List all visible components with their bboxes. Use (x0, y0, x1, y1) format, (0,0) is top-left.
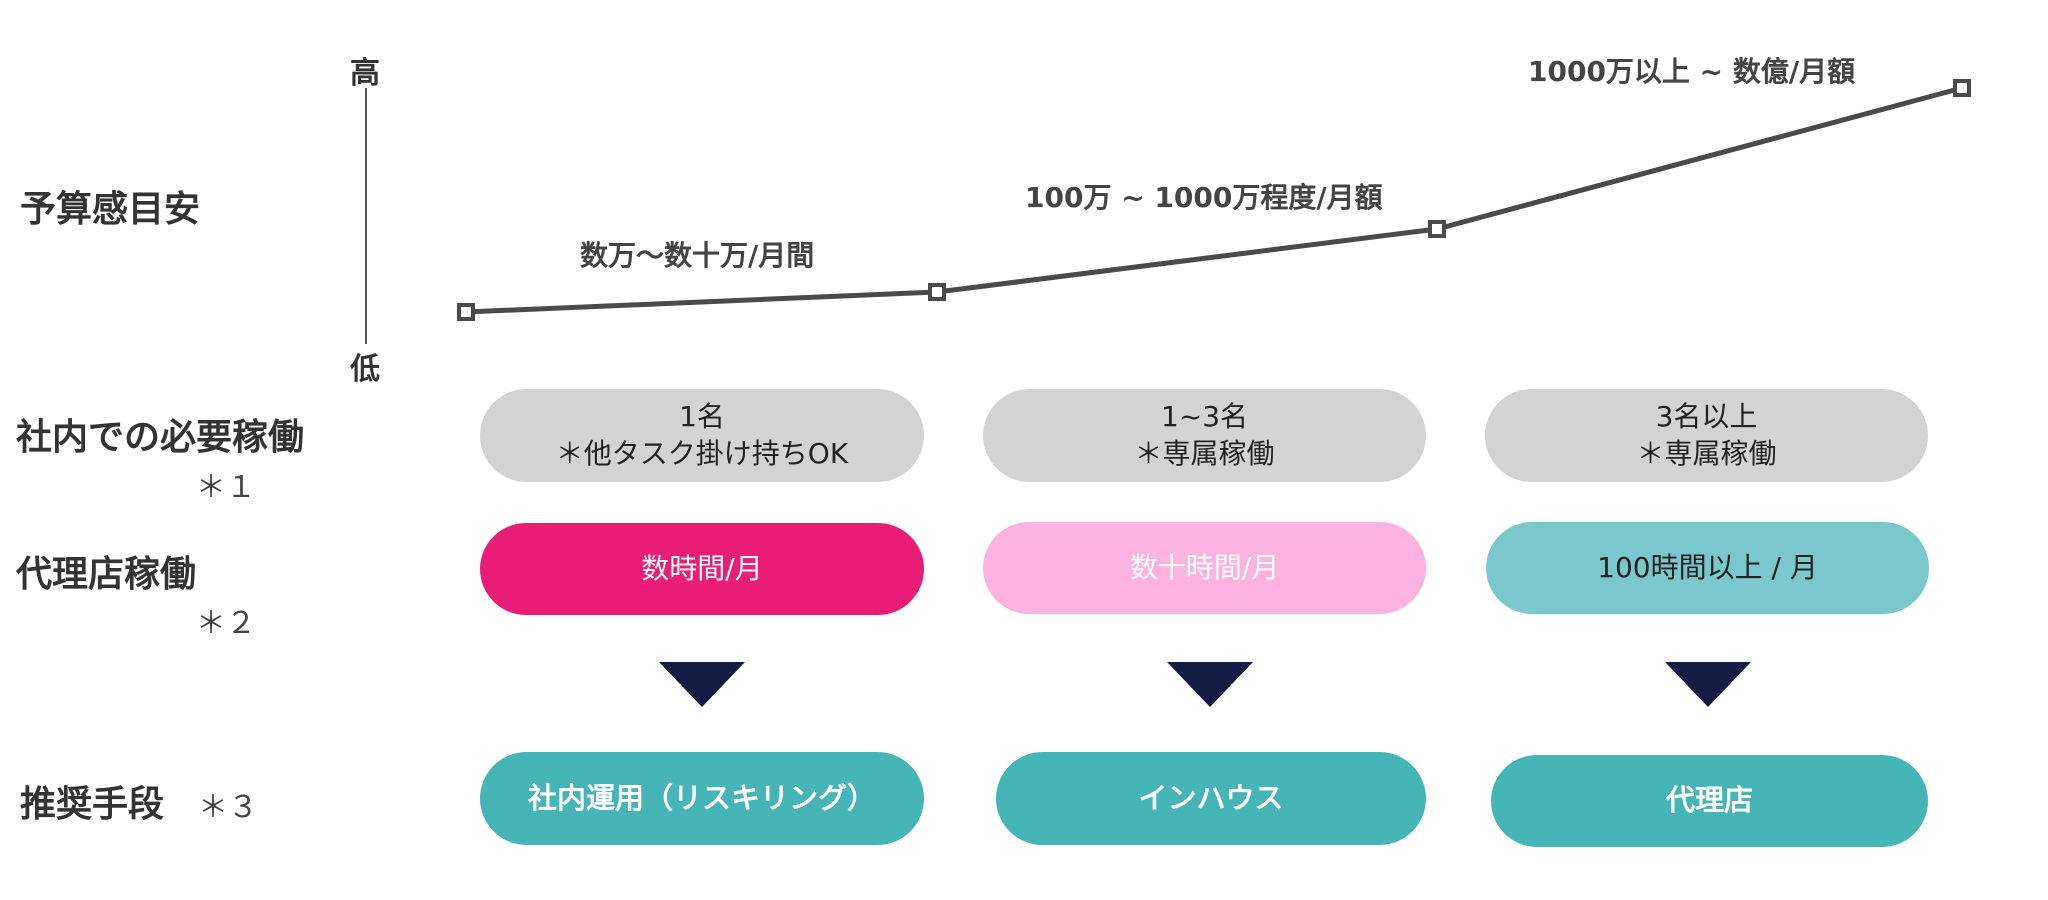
recommended-method-pill: 代理店 (1491, 755, 1928, 847)
internal-workload-pill: 1~3名 ＊専属稼働 (983, 389, 1426, 482)
internal-workload-headcount: 1~3名 (1160, 400, 1249, 434)
axis-high-label: 高 (350, 56, 380, 91)
internal-workload-pill: 3名以上 ＊専属稼働 (1485, 389, 1928, 482)
agency-workload-pill: 数時間/月 (480, 523, 924, 615)
internal-workload-detail: ＊専属稼働 (1134, 436, 1275, 470)
internal-workload-headcount: 3名以上 (1655, 400, 1758, 434)
axis-line (365, 88, 367, 344)
down-arrow-icon (1167, 662, 1253, 707)
internal-workload-pill: 1名 ＊他タスク掛け持ちOK (480, 389, 924, 482)
budget-point (928, 283, 946, 301)
recommended-row-label: 推奨手段 (20, 784, 165, 825)
agency-workload-pill: 数十時間/月 (983, 522, 1426, 614)
recommended-note: ＊３ (198, 790, 258, 825)
internal-workload-detail: ＊他タスク掛け持ちOK (555, 436, 849, 470)
agency-workload-note: ＊２ (196, 606, 256, 641)
recommended-method-pill: インハウス (996, 752, 1426, 845)
budget-point (1428, 220, 1446, 238)
agency-workload-row-label: 代理店稼働 (16, 554, 197, 595)
budget-level-label-3: 1000万以上 ~ 数億/月額 (1528, 55, 1856, 88)
internal-workload-note: ＊１ (196, 470, 256, 505)
internal-workload-detail: ＊専属稼働 (1636, 436, 1777, 470)
budget-level-label-1: 数万〜数十万/月間 (580, 239, 815, 272)
budget-row-label: 予算感目安 (20, 189, 201, 230)
axis-low-label: 低 (350, 352, 380, 387)
recommended-method-pill: 社内運用（リスキリング） (480, 752, 924, 845)
down-arrow-icon (1665, 662, 1751, 707)
budget-line (465, 85, 1963, 315)
internal-workload-headcount: 1名 (679, 400, 725, 434)
down-arrow-icon (659, 662, 745, 707)
budget-point (1953, 79, 1971, 97)
budget-point (457, 303, 475, 321)
budget-level-label-2: 100万 ~ 1000万程度/月額 (1025, 181, 1383, 214)
internal-workload-row-label: 社内での必要稼働 (16, 417, 305, 458)
agency-workload-pill: 100時間以上 / 月 (1486, 522, 1929, 614)
